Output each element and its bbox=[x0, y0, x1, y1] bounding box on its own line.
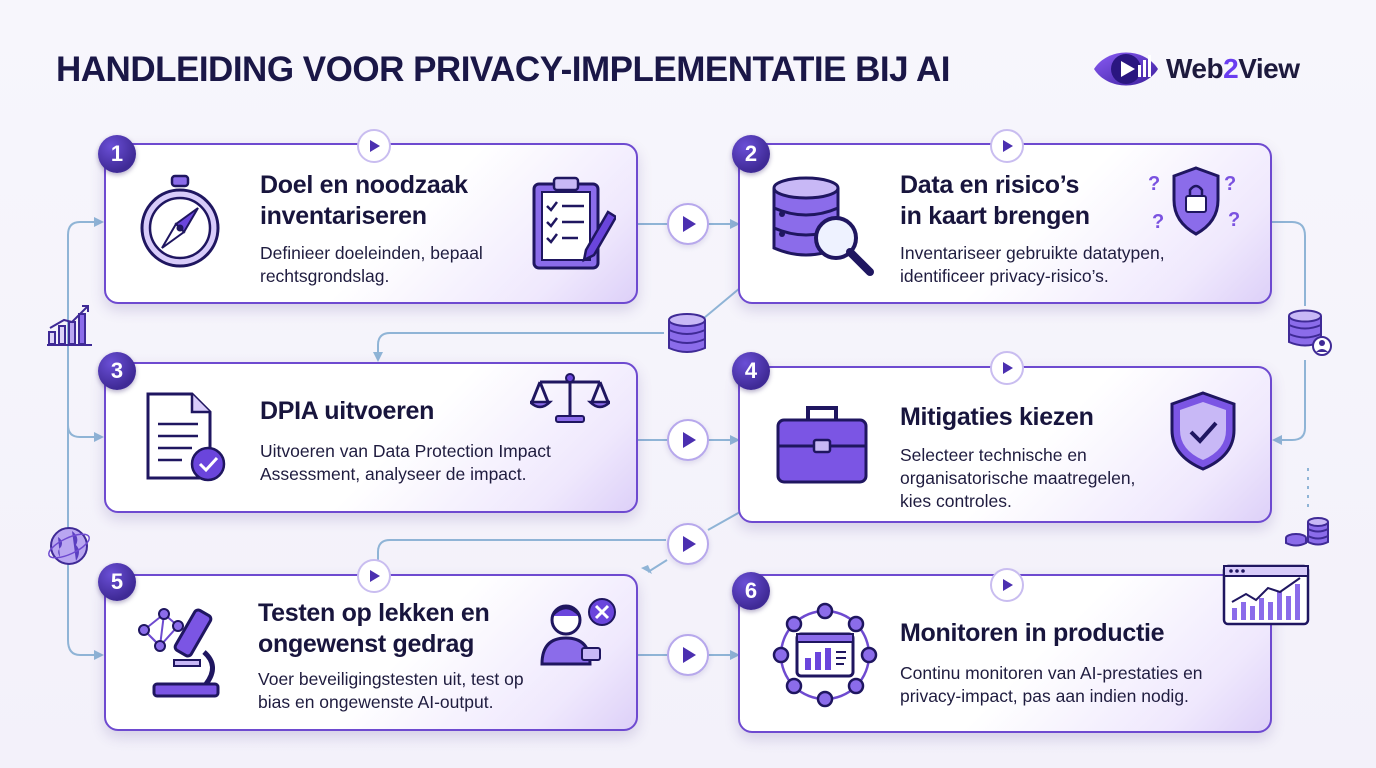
network-dashboard-icon bbox=[772, 602, 878, 708]
play-icon bbox=[370, 570, 380, 582]
step-title-3: DPIA uitvoeren bbox=[260, 396, 434, 427]
step-number-3: 3 bbox=[98, 352, 136, 390]
page-title: HANDLEIDING VOOR PRIVACY-IMPLEMENTATIE B… bbox=[56, 50, 951, 89]
step-title-1-line-2: inventariseren bbox=[260, 202, 427, 230]
step-desc-6: Continu monitoren van AI-prestaties en p… bbox=[900, 662, 1203, 708]
svg-text:?: ? bbox=[1224, 173, 1236, 195]
play-button-6[interactable] bbox=[990, 568, 1024, 602]
analytics-window-icon bbox=[1222, 564, 1310, 626]
clipboard-checklist-icon bbox=[532, 176, 616, 270]
eye-play-icon bbox=[1094, 52, 1158, 86]
step-desc-2-line-1: Inventariseer gebruikte datatypen, bbox=[900, 243, 1165, 263]
next-button-4-5[interactable] bbox=[667, 523, 709, 565]
step-title-4: Mitigaties kiezen bbox=[900, 402, 1094, 433]
database-search-icon bbox=[772, 176, 874, 276]
step-desc-6-line-2: privacy-impact, pas aan indien nodig. bbox=[900, 686, 1189, 706]
step-desc-3: Uitvoeren van Data Protection Impact Ass… bbox=[260, 440, 551, 486]
play-icon bbox=[370, 140, 380, 152]
next-button-3-4[interactable] bbox=[667, 419, 709, 461]
step-desc-2-line-2: identificeer privacy-risico’s. bbox=[900, 266, 1109, 286]
step-desc-1-line-1: Definieer doeleinden, bepaal bbox=[260, 243, 483, 263]
step-desc-4: Selecteer technische en organisatorische… bbox=[900, 444, 1135, 513]
step-desc-2: Inventariseer gebruikte datatypen, ident… bbox=[900, 242, 1165, 288]
microscope-icon bbox=[138, 608, 220, 698]
brand-name: Web2View bbox=[1166, 53, 1300, 84]
step-title-2: Data en risico’s in kaart brengen bbox=[900, 170, 1090, 232]
compass-icon bbox=[140, 174, 220, 268]
step-desc-4-line-1: Selecteer technische en bbox=[900, 445, 1087, 465]
shield-check-icon bbox=[1170, 391, 1236, 471]
step-title-5-line-2: ongewenst gedrag bbox=[258, 630, 475, 658]
shield-lock-questions-icon: ?? ?? bbox=[1148, 166, 1240, 236]
svg-text:?: ? bbox=[1228, 209, 1240, 231]
step-desc-4-line-3: kies controles. bbox=[900, 491, 1012, 511]
step-desc-1-line-2: rechtsgrondslag. bbox=[260, 266, 390, 286]
play-icon bbox=[683, 432, 696, 448]
step-number-1: 1 bbox=[98, 135, 136, 173]
next-button-5-6[interactable] bbox=[667, 634, 709, 676]
toolbox-icon bbox=[776, 406, 868, 484]
step-title-5: Testen op lekken en ongewenst gedrag bbox=[258, 598, 490, 660]
step-title-6: Monitoren in productie bbox=[900, 618, 1165, 649]
step-number-6: 6 bbox=[732, 572, 770, 610]
user-alert-icon bbox=[540, 598, 616, 666]
step-desc-1: Definieer doeleinden, bepaal rechtsgrond… bbox=[260, 242, 483, 288]
play-button-1[interactable] bbox=[357, 129, 391, 163]
step-desc-5-line-1: Voer beveiligingstesten uit, test op bbox=[258, 669, 524, 689]
globe-icon bbox=[48, 527, 90, 565]
step-title-3-line-1: DPIA uitvoeren bbox=[260, 397, 435, 425]
step-desc-6-line-1: Continu monitoren van AI-prestaties en bbox=[900, 663, 1203, 683]
play-button-5[interactable] bbox=[357, 559, 391, 593]
step-title-4-line-1: Mitigaties kiezen bbox=[900, 403, 1094, 431]
document-check-icon bbox=[146, 392, 226, 482]
step-number-4: 4 bbox=[732, 352, 770, 390]
play-icon bbox=[1003, 362, 1013, 374]
coins-icon bbox=[1285, 517, 1329, 547]
step-title-2-line-2: in kaart brengen bbox=[900, 202, 1090, 230]
step-number-5: 5 bbox=[98, 563, 136, 601]
database-icon bbox=[668, 313, 706, 353]
step-desc-5: Voer beveiligingstesten uit, test op bia… bbox=[258, 668, 524, 714]
play-icon bbox=[1003, 140, 1013, 152]
step-title-2-line-1: Data en risico’s bbox=[900, 171, 1080, 199]
svg-text:?: ? bbox=[1152, 211, 1164, 233]
svg-text:?: ? bbox=[1148, 173, 1160, 195]
play-icon bbox=[683, 536, 696, 552]
play-button-2[interactable] bbox=[990, 129, 1024, 163]
next-button-1-2[interactable] bbox=[667, 203, 709, 245]
play-icon bbox=[1003, 579, 1013, 591]
step-title-5-line-1: Testen op lekken en bbox=[258, 599, 490, 627]
step-desc-4-line-2: organisatorische maatregelen, bbox=[900, 468, 1136, 488]
play-button-4[interactable] bbox=[990, 351, 1024, 385]
brand-logo: Web2View bbox=[1090, 42, 1300, 96]
step-desc-5-line-2: bias en ongewenste AI-output. bbox=[258, 692, 494, 712]
scales-icon bbox=[530, 373, 610, 423]
step-title-6-line-1: Monitoren in productie bbox=[900, 619, 1165, 647]
step-desc-3-line-1: Uitvoeren van Data Protection Impact bbox=[260, 441, 551, 461]
step-desc-3-line-2: Assessment, analyseer de impact. bbox=[260, 464, 527, 484]
play-icon bbox=[683, 216, 696, 232]
step-title-1: Doel en noodzaak inventariseren bbox=[260, 170, 468, 232]
growth-chart-icon bbox=[47, 305, 92, 346]
database-user-icon bbox=[1288, 309, 1332, 356]
step-title-1-line-1: Doel en noodzaak bbox=[260, 171, 468, 199]
play-icon bbox=[683, 647, 696, 663]
step-number-2: 2 bbox=[732, 135, 770, 173]
